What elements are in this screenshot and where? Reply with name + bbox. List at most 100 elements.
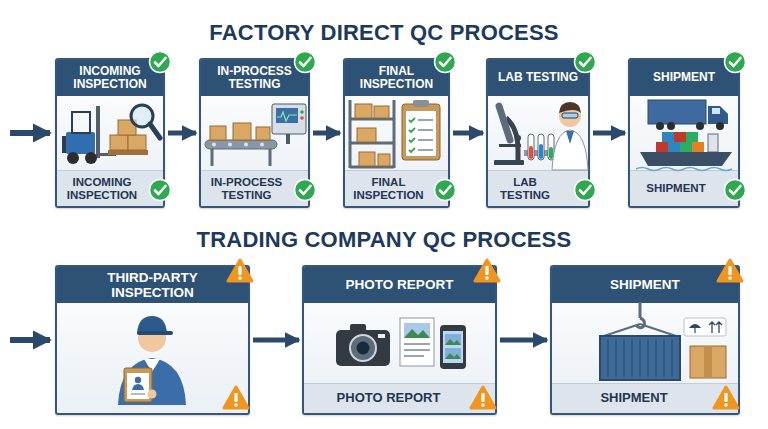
inspector-illustration	[135, 377, 141, 383]
step-label: IN-PROCESS TESTING	[201, 170, 308, 206]
flow-arrow	[168, 131, 196, 136]
shipping-illustration	[667, 122, 675, 130]
shipping-illustration	[636, 168, 732, 171]
shipping-illustration	[668, 142, 680, 152]
conveyor-illustration	[212, 148, 270, 166]
lab-illustration	[566, 131, 574, 144]
process-step-box: SHIPMENTSHIPMENT	[628, 58, 740, 208]
inspector-illustration	[124, 368, 152, 402]
conveyor-illustration	[233, 123, 251, 140]
photo-illustration	[404, 323, 430, 338]
conveyor-illustration	[256, 127, 270, 140]
photo-illustration	[336, 318, 466, 369]
forklift-illustration	[108, 150, 148, 155]
container-illustration	[694, 328, 695, 333]
forklift-illustration	[85, 152, 97, 164]
inspector-illustration	[132, 384, 144, 390]
lab-illustration	[539, 144, 543, 159]
step-label: FINAL INSPECTION	[345, 170, 448, 206]
container-illustration	[689, 324, 701, 328]
flow-arrow	[500, 338, 547, 343]
conveyor-illustration	[286, 134, 290, 144]
inspector-illustration	[148, 390, 157, 399]
photo-illustration	[445, 339, 461, 345]
diagram-title: FACTORY DIRECT QC PROCESS	[0, 19, 768, 47]
process-step-box: LAB TESTINGLAB TESTING	[486, 58, 590, 208]
lab-illustration	[559, 102, 581, 113]
lab-illustration	[506, 118, 518, 160]
warehouse-illustration	[409, 118, 415, 152]
step-header: LAB TESTING	[488, 60, 588, 96]
status-badge	[295, 52, 316, 73]
container-illustration	[704, 346, 712, 378]
forklift-illustration	[62, 136, 69, 153]
shipping-illustration	[686, 132, 698, 142]
shipping-illustration	[656, 122, 664, 130]
status-badge	[224, 387, 248, 408]
photo-illustration	[404, 344, 430, 356]
step-header: INCOMING INSPECTION	[57, 60, 163, 96]
shipping-illustration	[662, 132, 674, 142]
process-step-box: THIRD-PARTY INSPECTION	[55, 265, 250, 415]
shipping-illustration	[640, 152, 732, 166]
conveyor-illustration	[276, 108, 298, 123]
entry-arrow	[10, 337, 50, 343]
shipping-illustration	[680, 142, 692, 152]
container-illustration	[709, 322, 722, 333]
shipping-illustration	[716, 122, 724, 130]
forklift-illustration	[118, 120, 136, 135]
flow-arrow	[453, 131, 483, 136]
conveyor-illustration	[228, 143, 232, 147]
shipping-illustration	[708, 106, 728, 124]
warehouse-illustration	[418, 120, 433, 150]
lab-illustration	[552, 130, 588, 170]
shipping-illustration	[712, 108, 720, 114]
warehouse-illustration	[355, 104, 372, 118]
inspector-illustration	[127, 373, 149, 399]
shipping-illustration	[674, 132, 686, 142]
conveyor-illustration	[260, 143, 264, 147]
step-header: IN-PROCESS TESTING	[201, 60, 308, 96]
shipping-illustration	[656, 142, 668, 152]
container-illustration	[608, 339, 672, 377]
photo-illustration	[350, 335, 376, 361]
container-illustration	[604, 324, 676, 336]
forklift-illustration	[150, 124, 160, 138]
warehouse-illustration	[402, 104, 440, 160]
status-badge	[725, 180, 746, 201]
conveyor-illustration	[205, 140, 277, 149]
inspector-illustration	[118, 316, 186, 405]
forklift-illustration	[62, 105, 160, 164]
shipping-illustration	[648, 100, 706, 124]
conveyor-illustration	[277, 112, 297, 121]
lab-illustration	[562, 113, 578, 118]
status-badge	[228, 260, 252, 281]
warehouse-illustration	[359, 152, 375, 166]
photo-illustration	[445, 353, 461, 359]
conveyor-illustration	[272, 104, 306, 134]
shipping-illustration	[636, 100, 732, 171]
photo-illustration	[443, 331, 463, 363]
lab-illustration	[548, 134, 554, 160]
forklift-illustration	[66, 132, 95, 154]
lab-illustration	[528, 134, 534, 160]
container-illustration	[690, 346, 726, 378]
warehouse-illustration	[357, 128, 376, 142]
status-badge	[475, 260, 499, 281]
photo-illustration	[440, 325, 466, 369]
entry-arrow	[10, 133, 50, 340]
warehouse-illustration	[350, 100, 440, 168]
step-header: THIRD-PARTY INSPECTION	[57, 267, 248, 303]
inspector-illustration	[118, 358, 186, 405]
step-label: PHOTO REPORT	[304, 383, 495, 413]
status-badge	[150, 180, 171, 201]
status-badge	[435, 52, 456, 73]
lab-illustration	[515, 135, 521, 141]
warehouse-illustration	[413, 100, 429, 107]
step-label: SHIPMENT	[552, 383, 738, 413]
section-heading: TRADING COMPANY QC PROCESS	[0, 226, 768, 254]
forklift-illustration	[67, 152, 79, 164]
warehouse-illustration	[378, 154, 390, 166]
shipping-illustration	[692, 142, 704, 152]
